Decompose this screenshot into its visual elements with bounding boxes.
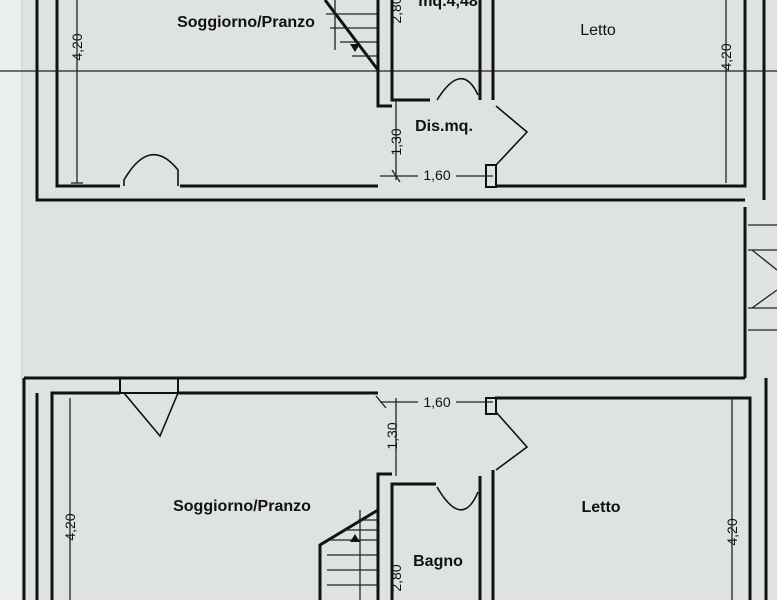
upper-dim-left [71, 0, 83, 184]
upper-hall-label: Dis.mq. [415, 118, 473, 135]
lower-bedroom-label: Letto [581, 499, 620, 516]
lower-bath-wall-left [376, 472, 392, 600]
lower-living-door [123, 392, 179, 438]
upper-unit: Soggiorno/Pranzo Letto Dis.mq. mq.4,48 4… [0, 0, 777, 202]
lower-dim-left-label: 4,20 [62, 513, 78, 540]
upper-inner-wall-left [55, 0, 120, 188]
lower-unit: Soggiorno/Pranzo Letto Bagno 4,20 4,20 2… [22, 377, 768, 600]
lower-entry-jamb [119, 377, 179, 394]
upper-bath-wall-left [376, 0, 392, 108]
upper-dim-hall-width-label: 1,60 [423, 167, 450, 183]
upper-inner-wall-right [495, 0, 747, 188]
upper-bath-wall-bottom [390, 0, 430, 102]
lower-bedroom-door [495, 411, 529, 471]
upper-bedroom-label: Letto [580, 22, 616, 39]
upper-partial-area-label: mq.4,48 [418, 0, 478, 10]
lower-bath-door [436, 486, 479, 511]
upper-dim-right-label: 4,20 [718, 43, 734, 70]
upper-bedroom-door [495, 105, 529, 166]
upper-outer-wall [35, 0, 745, 202]
lower-bath-label: Bagno [413, 553, 463, 570]
lower-dim-right-label: 4,20 [724, 518, 740, 545]
upper-living-door [123, 154, 179, 186]
lower-dim-stair-label: 2,80 [388, 564, 404, 591]
lower-dim-hall-width-label: 1,60 [423, 394, 450, 410]
upper-dim-hall-height-label: 1,30 [388, 128, 404, 155]
lower-inner-wall-left [50, 391, 120, 600]
lower-bath-wall-top [390, 482, 436, 600]
lower-dim-hall-height-label: 1,30 [384, 422, 400, 449]
lower-stair [318, 508, 379, 600]
upper-dim-stair-label: 2,80 [388, 0, 404, 24]
lower-inner-wall-right [495, 396, 752, 600]
lower-living-label: Soggiorno/Pranzo [173, 498, 311, 515]
upper-dim-hall-width-bg [418, 168, 456, 182]
paper-margin [0, 0, 22, 600]
lower-dim-hall-width-bg [418, 395, 456, 409]
upper-bath-door [436, 77, 479, 101]
lower-hall-jamb [485, 397, 497, 415]
upper-dim-left-label: 4,20 [69, 33, 85, 60]
upper-stair [323, 0, 380, 71]
upper-living-label: Soggiorno/Pranzo [177, 14, 315, 31]
